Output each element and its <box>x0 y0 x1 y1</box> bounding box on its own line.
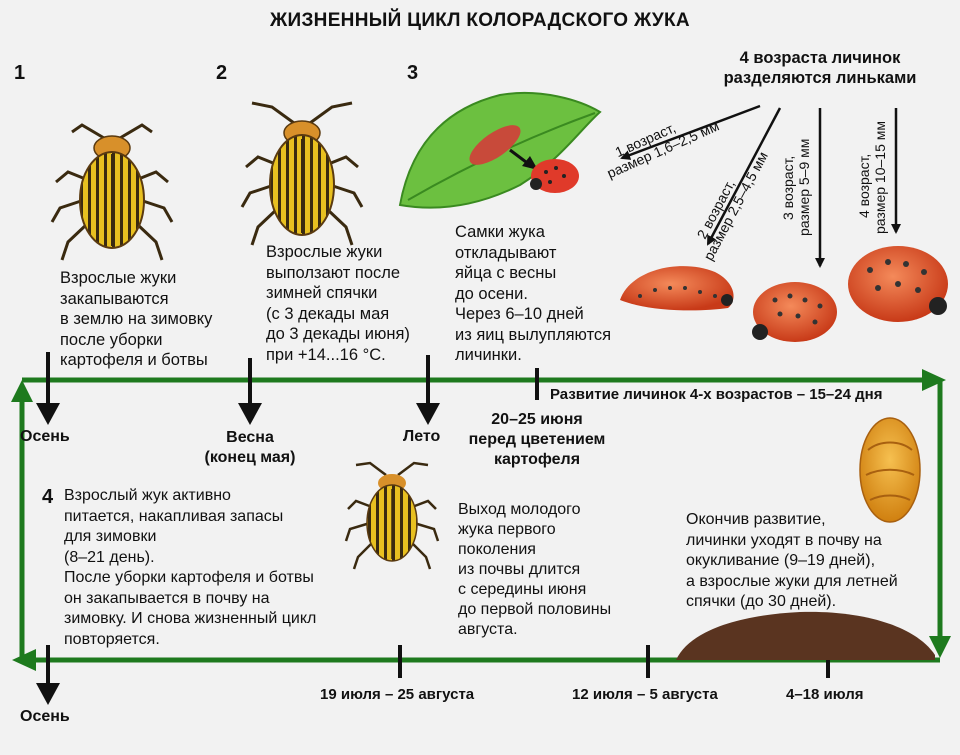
june-label: 20–25 июня перед цветением картофеля <box>468 411 606 468</box>
young-beetle-text: Выход молодого жука первого поколения из… <box>458 501 612 638</box>
stage-3-text: Самки жука откладывают яйца с весны до о… <box>455 223 612 364</box>
summer-label: Лето <box>403 428 441 445</box>
page-title: ЖИЗНЕННЫЙ ЦИКЛ КОЛОРАДСКОГО ЖУКА <box>270 10 690 31</box>
larva-2-illustration <box>620 266 734 311</box>
autumn-bottom-label: Осень <box>20 708 70 725</box>
autumn-top-label: Осень <box>20 428 70 445</box>
stage-1-text: Взрослые жуки закапываются в землю на зи… <box>60 269 213 369</box>
instar-4-label: 4 возраст, размер 10–15 мм <box>856 121 888 234</box>
pupa-illustration <box>859 417 921 523</box>
larva-1-illustration <box>530 159 579 193</box>
stage-4-number: 4 <box>42 486 54 508</box>
instar-3-label: 3 возраст, размер 5–9 мм <box>780 139 812 236</box>
date-range-2: 12 июля – 5 августа <box>572 686 718 703</box>
larvae-header: 4 возраста личинок разделяются линьками <box>723 49 917 87</box>
larva-3-illustration <box>752 282 837 342</box>
timeline-ticks <box>398 368 830 678</box>
pupation-text: Окончив развитие, личинки уходят в почву… <box>686 511 898 610</box>
season-arrows <box>36 352 440 705</box>
instar-arrows <box>620 104 901 268</box>
leaf-with-eggs-illustration <box>398 91 602 209</box>
date-range-3: 4–18 июля <box>786 686 864 703</box>
beetle-1-illustration <box>50 123 174 261</box>
young-beetle-illustration <box>344 461 440 570</box>
instar-3-title: 3 возраст, <box>780 155 796 220</box>
stage-2-text: Взрослые жуки выползают после зимней спя… <box>266 243 410 364</box>
spring-label: Весна (конец мая) <box>204 429 296 466</box>
stage-3-number: 3 <box>407 62 419 84</box>
larva-4-illustration <box>848 246 948 322</box>
soil-mound-illustration <box>676 611 935 660</box>
beetle-2-illustration <box>240 101 364 246</box>
stage-1-number: 1 <box>14 62 26 84</box>
instar-4-size: размер 10–15 мм <box>872 121 888 234</box>
instar-4-title: 4 возраст, <box>856 153 872 218</box>
date-range-1: 19 июля – 25 августа <box>320 686 475 703</box>
instar-3-size: размер 5–9 мм <box>796 138 812 236</box>
stage-4-text: Взрослый жук активно питается, накаплива… <box>64 487 317 648</box>
larvae-development-label: Развитие личинок 4-х возрастов – 15–24 д… <box>550 386 883 403</box>
stage-2-number: 2 <box>216 62 228 84</box>
